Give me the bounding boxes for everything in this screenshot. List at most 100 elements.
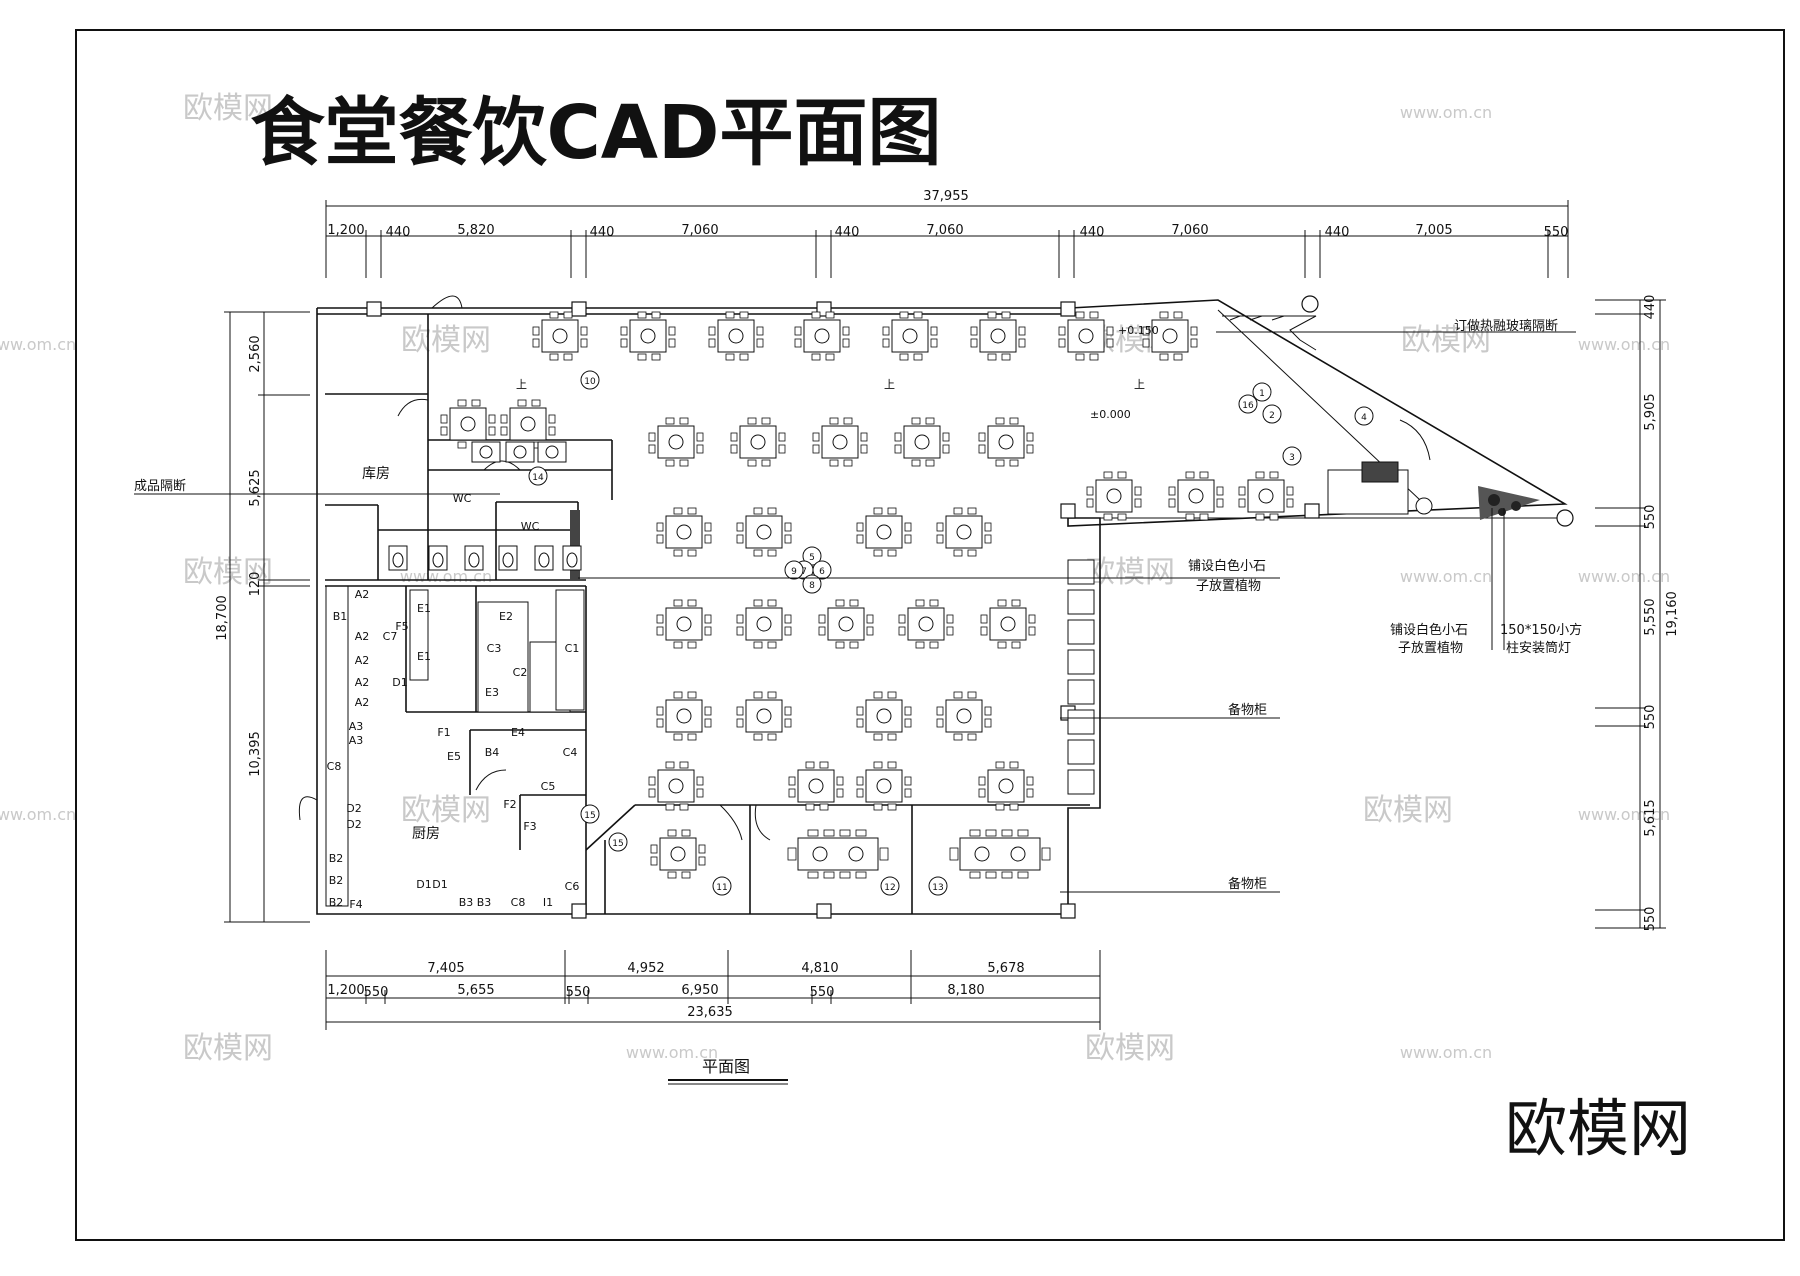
toilet-fixture: [428, 545, 448, 571]
storage-cabinet: [1067, 709, 1095, 735]
watermark: www.om.cn: [1400, 1043, 1492, 1062]
equipment-code-label: E5: [447, 750, 461, 763]
svg-text:10: 10: [584, 377, 596, 387]
svg-text:5: 5: [809, 553, 815, 563]
dim-bottom-label: 5,678: [987, 961, 1024, 976]
top-dimensions: 37,955 1,200 440 5,820 440 7,060 440 7,0…: [327, 189, 1568, 240]
dim-top-label: 440: [386, 225, 411, 240]
dining-table-set: [898, 599, 954, 649]
stair-label: 上: [1134, 378, 1145, 391]
elevation-mark: +0.150: [1118, 324, 1159, 337]
storage-room-label: 库房: [362, 466, 390, 482]
svg-text:8: 8: [809, 581, 815, 591]
dim-top-label: 5,820: [457, 223, 494, 238]
dining-table-set: [970, 311, 1026, 361]
svg-text:12: 12: [884, 883, 895, 893]
stone-plants-note: 子放置植物: [1398, 641, 1463, 656]
watermark: 欧模网: [1085, 1031, 1175, 1066]
dim-bottom-label: 550: [364, 985, 389, 1000]
svg-text:16: 16: [1242, 401, 1254, 411]
dining-table-set: [656, 599, 712, 649]
annotations: 成品隔断 订做热融玻璃隔断 铺设白色小石 子放置植物 铺设白色小石 子放置植物 …: [134, 319, 1582, 892]
dining-table-set: [648, 761, 704, 811]
svg-text:13: 13: [932, 883, 943, 893]
dim-right-label: 5,615: [1643, 799, 1658, 836]
dining-table-set: [656, 691, 712, 741]
storage-cabinet: [1067, 679, 1095, 705]
dining-table-set: [650, 829, 706, 879]
index-symbol: 8: [802, 574, 822, 594]
svg-text:2: 2: [1269, 411, 1275, 421]
furniture-layer: [325, 311, 1433, 907]
watermark: www.om.cn: [626, 1043, 718, 1062]
equipment-code-label: A2: [355, 696, 370, 709]
equipment-code-label: B2: [329, 896, 344, 909]
equipment-code-label: C2: [513, 666, 528, 679]
dining-table-set: [736, 599, 792, 649]
lounge-table: [1361, 461, 1399, 483]
storage-cabinet: [1067, 589, 1095, 615]
equipment-code-label: C4: [563, 746, 578, 759]
equipment-code-label: F4: [349, 898, 362, 911]
index-symbol: 13: [928, 876, 948, 896]
equipment-code-label: C8: [511, 896, 526, 909]
dining-table-set: [978, 761, 1034, 811]
dining-table-set: [894, 417, 950, 467]
dining-table-set: [730, 417, 786, 467]
equipment-code-label: C6: [565, 880, 580, 893]
doors: [298, 295, 1431, 841]
dim-top-label: 7,060: [926, 223, 963, 238]
index-symbol: 15: [608, 832, 628, 852]
dining-table-set: [1238, 471, 1294, 521]
dining-table-set: [656, 507, 712, 557]
index-symbol: 4: [1354, 406, 1374, 426]
index-symbol: 16: [1238, 394, 1258, 414]
index-symbol: 11: [712, 876, 732, 896]
kitchen-room-label: 厨房: [412, 826, 440, 842]
dining-table-set: [856, 761, 912, 811]
room-labels: 库房 WC WC 厨房: [362, 466, 540, 842]
watermark: 欧模网: [1401, 323, 1491, 358]
dining-table-set: [736, 691, 792, 741]
dim-bottom-total: 23,635: [687, 1005, 733, 1020]
dim-bottom-label: 550: [566, 985, 591, 1000]
dim-top-label: 440: [1325, 225, 1350, 240]
watermark: www.om.cn: [1400, 103, 1492, 122]
svg-text:4: 4: [1361, 413, 1367, 423]
equipment-code-label: B2: [329, 852, 344, 865]
equipment-code-label: C5: [541, 780, 556, 793]
svg-text:9: 9: [791, 567, 797, 577]
kitchen-counter: [555, 589, 585, 711]
index-symbol: 10: [580, 370, 600, 390]
equipment-code-label: D2: [346, 802, 361, 815]
toilet-fixture: [562, 545, 582, 571]
svg-text:1: 1: [1259, 389, 1265, 399]
lounge-chair: [1415, 497, 1433, 515]
dim-top-label: 440: [590, 225, 615, 240]
dining-table-set: [1168, 471, 1224, 521]
toilet-fixture: [534, 545, 554, 571]
dim-right-label: 5,550: [1643, 598, 1658, 635]
kitchen-counter: [409, 589, 429, 681]
dim-left-total: 18,700: [215, 595, 230, 641]
dim-right-label: 550: [1643, 705, 1658, 730]
wash-basin: [471, 441, 501, 463]
toilet-fixture: [388, 545, 408, 571]
dim-top-label: 440: [835, 225, 860, 240]
watermark: www.om.cn: [400, 567, 492, 586]
svg-text:15: 15: [584, 811, 595, 821]
dim-bottom-label: 550: [810, 985, 835, 1000]
cabinet-note: 备物柜: [1228, 876, 1267, 892]
equipment-code-label: A3: [349, 720, 364, 733]
wc-label: WC: [521, 520, 540, 533]
equipment-code-label: I1: [543, 896, 553, 909]
right-dimensions: 19,160 440 5,905 550 5,550 550 5,615 550: [1643, 295, 1680, 932]
glass-partition: [1222, 315, 1317, 351]
dim-left-label: 120: [248, 572, 263, 597]
equipment-code-label: F5: [395, 620, 408, 633]
page-title: 食堂餐饮CAD平面图: [250, 90, 941, 176]
dining-table-set: [648, 417, 704, 467]
watermark: 欧模网: [1085, 555, 1175, 590]
